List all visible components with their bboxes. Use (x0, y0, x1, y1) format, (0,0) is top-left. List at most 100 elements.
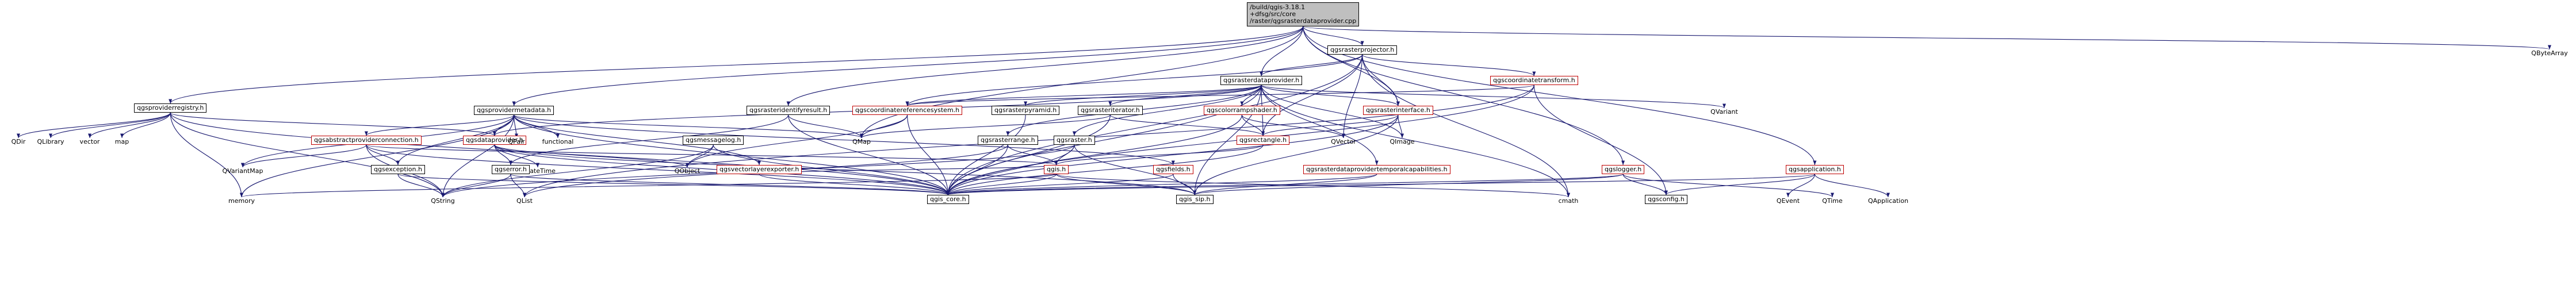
edge-qgscoordinatetransform_h-to-qgscoordinatereferencesystem_h (906, 84, 1534, 106)
edge-qgis_h-to-qgis_sip_h (1056, 174, 1197, 195)
node-qgslogger-h[interactable]: qgslogger.h (1602, 165, 1645, 174)
node-qgsapplication-h[interactable]: qgsapplication.h (1786, 165, 1844, 174)
edge-qgserror_h-to-qstring (441, 174, 511, 198)
node-qgis-core-h[interactable]: qgis_core.h (927, 195, 969, 204)
edge-qgsrasterdataprovidertemporalcapabilities_h-to-qgis_core_h (946, 174, 1377, 195)
edge-qgsfields_h-to-qgis_core_h (946, 174, 1174, 195)
edge-qgsproviderregistry_h-to-qdir (17, 112, 171, 139)
node-qgsrasteriterator-h[interactable]: qgsrasteriterator.h (1078, 106, 1143, 115)
node-qgscoordinatetransform-h[interactable]: qgscoordinatetransform.h (1490, 76, 1578, 85)
node-qimage: QImage (1390, 138, 1415, 145)
node-qvariant: QVariant (1710, 108, 1738, 116)
node-qgsrasterdataprovider-h[interactable]: qgsrasterdataprovider.h (1220, 76, 1303, 85)
node-qgscoordinatereferencesystem-h[interactable]: qgscoordinatereferencesystem.h (852, 106, 963, 115)
edge-root-to-qmap (859, 26, 1304, 139)
edge-qgsdataprovider_h-to-qgis_sip_h (494, 144, 1197, 195)
node-map: map (114, 138, 129, 145)
edge-qgsproviderregistry_h-to-qgsdataprovider_h (170, 112, 496, 136)
node-qgsconfig-h[interactable]: qgsconfig.h (1645, 195, 1687, 204)
node-qapplication: QApplication (1867, 197, 1909, 205)
node-qgsraster-h[interactable]: qgsraster.h (1054, 136, 1095, 145)
edge-qgsmessagelog_h-to-qobject (685, 144, 714, 168)
edge-qgscoordinatereferencesystem_h-to-qgis_core_h (907, 114, 950, 195)
edge-qgsapplication_h-to-qgis_core_h (946, 174, 1815, 195)
edge-qgsrasteriterator_h-to-qmap (860, 114, 1111, 139)
edge-qgsrasterprojector_h-to-cmath (1362, 54, 1571, 198)
edge-qgsapplication_h-to-qgsconfig_h (1664, 174, 1815, 195)
node-qgsexception-h[interactable]: qgsexception.h (371, 165, 425, 174)
node-qgsrasterpyramid-h[interactable]: qgsrasterpyramid.h (992, 106, 1060, 115)
node-qgis-h[interactable]: qgis.h (1044, 165, 1069, 174)
edge-qgsrasterdataprovider_h-to-qgsraster_h (1072, 84, 1262, 136)
edge-qgsabstractproviderconnection_h-to-qgis_h (366, 144, 1058, 166)
node-qgsfields-h[interactable]: qgsfields.h (1153, 165, 1193, 174)
node-qgsabstractproviderconnection-h[interactable]: qgsabstractproviderconnection.h (311, 136, 422, 145)
edge-qgsabstractproviderconnection_h-to-qgis_core_h (366, 144, 950, 195)
edge-qgsdataprovider_h-to-qdatetime (494, 144, 540, 168)
edge-qgsrasterrange_h-to-qgis_core_h (946, 144, 1008, 195)
node-qgsrasterprojector-h[interactable]: qgsrasterprojector.h (1327, 45, 1398, 55)
node-qgsproviderregistry-h[interactable]: qgsproviderregistry.h (134, 103, 207, 113)
edge-qgscolorrampshader_h-to-qgis_core_h (946, 114, 1242, 195)
node-qgserror-h[interactable]: qgserror.h (492, 165, 530, 174)
edge-qgserror_h-to-qlist (510, 174, 527, 198)
node-qvariantmap: QVariantMap (222, 167, 263, 175)
edge-root-to-qgsrasteridentifyresult_h (786, 26, 1304, 106)
edge-qgsmessagelog_h-to-qstring (441, 144, 714, 198)
edge-qgsrasterdataprovider_h-to-qgsrasteriterator_h (1108, 84, 1262, 106)
node-qlibrary: QLibrary (37, 138, 64, 145)
node-qtime: QTime (1822, 197, 1843, 205)
edge-qgis_h-to-memory (240, 174, 1057, 198)
edge-qgsrasterprojector_h-to-qgsrasterdataprovider_h (1260, 54, 1363, 76)
edge-qgsmessagelog_h-to-qgis_core_h (713, 144, 950, 195)
edge-qgscoordinatereferencesystem_h-to-qobject (685, 114, 908, 168)
edge-qgsrasterdataprovider_h-to-cmath (1261, 84, 1571, 198)
edge-qgsrasteridentifyresult_h-to-qmap (788, 114, 864, 139)
edge-qgsapplication_h-to-qevent (1786, 174, 1815, 198)
edge-qgsexception_h-to-qgis_core_h (397, 174, 950, 195)
node-memory: memory (228, 197, 255, 205)
edge-qgsrasterinterface_h-to-qgis_sip_h (1193, 114, 1399, 195)
edge-qgscoordinatetransform_h-to-qgsconfig_h (1533, 84, 1668, 195)
node-qgsrasterinterface-h[interactable]: qgsrasterinterface.h (1363, 106, 1433, 115)
edge-root-to-qgsproviderregistry_h (169, 26, 1304, 104)
node-qgsdataprovider-h[interactable]: qgsdataprovider.h (463, 136, 526, 145)
edge-qgsabstractproviderconnection_h-to-qvariantmap (241, 144, 367, 168)
node-qgscolorrampshader-h[interactable]: qgscolorrampshader.h (1204, 106, 1280, 115)
node-qmap: QMap (852, 138, 871, 145)
edge-qgsrasterinterface_h-to-qgsrectangle_h (1261, 114, 1399, 136)
edge-qgsrasterprojector_h-to-qgscoordinatereferencesystem_h (905, 54, 1363, 106)
edge-qgsraster_h-to-qgis_core_h (946, 144, 1075, 195)
node-qgis-sip-h[interactable]: qgis_sip.h (1176, 195, 1214, 204)
edge-qgsrasterinterface_h-to-qimage (1398, 114, 1404, 139)
edge-qgsrasteridentifyresult_h-to-qgserror_h (508, 114, 789, 166)
node-qlist: QList (516, 197, 533, 205)
edge-qgsrasterdataprovider_h-to-qgsrasterinterface_h (1261, 84, 1400, 106)
edge-qgsrasterdataprovider_h-to-qvariant (1261, 84, 1726, 109)
edge-qgsrasterdataprovider_h-to-qgsrasterdataprovidertemporalcapabilities_h (1261, 84, 1379, 166)
edge-qgsrasterprojector_h-to-qgsrasterinterface_h (1362, 54, 1400, 106)
edge-qgsrasterdataprovider_h-to-qgis_sip_h (1193, 84, 1262, 195)
node-qgsprovidermetadata-h[interactable]: qgsprovidermetadata.h (474, 106, 554, 115)
edge-qgsrasterdataprovider_h-to-qimage (1261, 84, 1404, 139)
node-qgsrectangle-h[interactable]: qgsrectangle.h (1237, 136, 1290, 145)
node-qgsrasterrange-h[interactable]: qgsrasterrange.h (978, 136, 1038, 145)
node-qgsrasterdataprovidertemporalcapabilities-h[interactable]: qgsrasterdataprovidertemporalcapabilitie… (1303, 165, 1450, 174)
node-qgsvectorlayerexporter-h[interactable]: qgsvectorlayerexporter.h (717, 165, 802, 174)
root-file-node[interactable]: /build/qgis-3.18.1 +dfsg/src/core /raste… (1247, 2, 1360, 26)
edge-qgsabstractproviderconnection_h-to-qgsexception_h (366, 144, 400, 166)
node-qgsrasteridentifyresult-h[interactable]: qgsrasteridentifyresult.h (747, 106, 830, 115)
edge-qgsprovidermetadata_h-to-memory (239, 114, 515, 198)
edge-qgsvectorlayerexporter_h-to-qgis_core_h (759, 174, 950, 195)
edge-qgsrasterpyramid_h-to-qgis_core_h (946, 114, 1026, 195)
edge-root-to-qbytearray (1303, 26, 2551, 50)
node-qbytearray: QByteArray (2531, 49, 2568, 57)
node-qgsmessagelog-h[interactable]: qgsmessagelog.h (683, 136, 744, 145)
dependency-edges (17, 26, 2551, 198)
node-qobject: QObject (674, 167, 701, 175)
node-qstring: QString (431, 197, 455, 205)
edge-root-to-qgsrasterprojector_h (1303, 26, 1364, 46)
edge-qgsprovidermetadata_h-to-qstring (441, 114, 515, 198)
edge-qgsproviderregistry_h-to-memory (170, 112, 244, 198)
edge-qgsrasterprojector_h-to-qgscoordinatetransform_h (1362, 54, 1536, 76)
